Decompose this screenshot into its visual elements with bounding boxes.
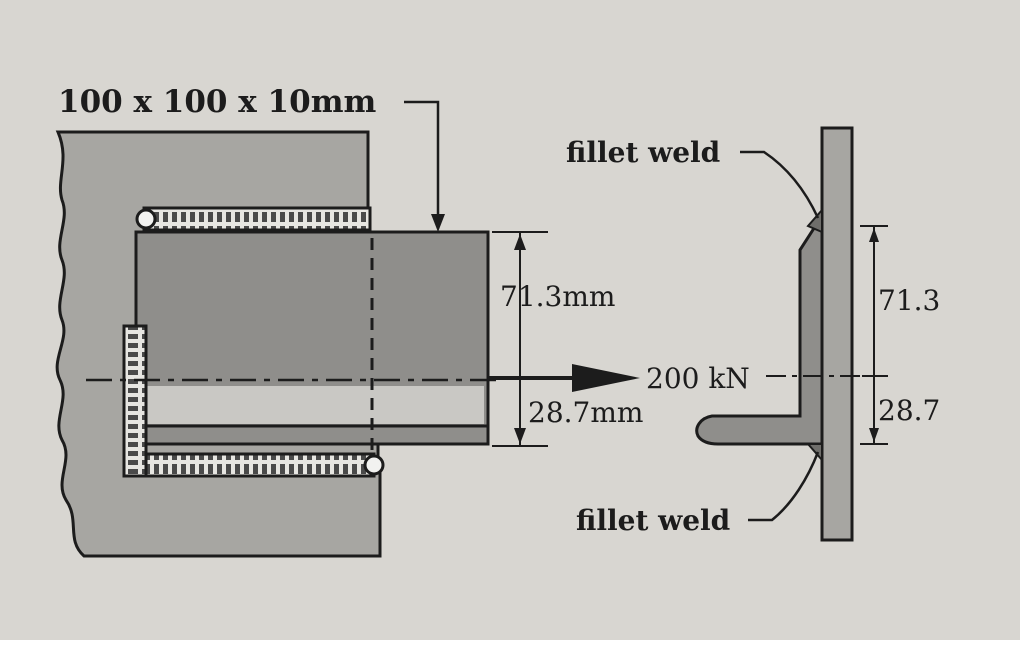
side-dim-top-label: 71.3 xyxy=(878,284,940,317)
top-fillet-weld xyxy=(142,206,372,232)
dim-bottom-arrow-down xyxy=(514,428,526,444)
angle-size-leader-arrow xyxy=(431,214,445,232)
end-fillet-weld xyxy=(122,324,148,478)
angle-leg-light-band xyxy=(140,386,484,424)
load-arrow-head xyxy=(572,364,640,392)
weld-end-marker-bottom xyxy=(363,454,385,476)
load-label: 200 kN xyxy=(646,362,750,395)
side-view-weld-bottom xyxy=(805,443,823,463)
side-dim-bottom-label: 28.7 xyxy=(878,394,940,427)
dim-top-label: 71.3mm xyxy=(500,280,615,313)
elevation-dimension-lines xyxy=(492,231,548,447)
side-view-plate xyxy=(820,126,854,542)
side-dim-arrow-down xyxy=(869,428,879,442)
side-view-angle-section xyxy=(695,220,824,446)
weld-top-leader xyxy=(740,150,820,219)
weld-bottom-leader xyxy=(748,451,820,522)
weld-bottom-label: fillet weld xyxy=(576,504,730,537)
side-view-weld-top xyxy=(806,207,823,234)
dim-top-arrow-up xyxy=(514,234,526,250)
weld-end-marker-top xyxy=(135,208,157,230)
bottom-margin xyxy=(0,640,1020,656)
weld-top-label: fillet weld xyxy=(566,136,720,169)
angle-size-label: 100 x 100 x 10mm xyxy=(58,84,376,120)
side-dimension-lines xyxy=(860,225,888,445)
bottom-fillet-weld xyxy=(136,452,376,478)
angle-size-leader xyxy=(404,100,440,228)
dim-bottom-label: 28.7mm xyxy=(528,396,643,429)
side-dim-arrow-up xyxy=(869,228,879,242)
